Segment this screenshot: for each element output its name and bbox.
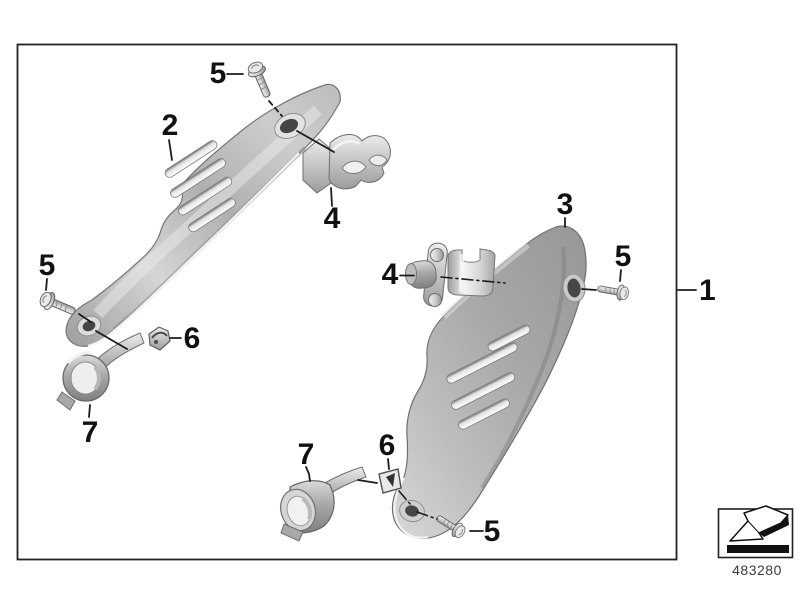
leader-callout-2 <box>168 139 173 161</box>
clamp-right <box>405 242 496 307</box>
leader-screw-left <box>78 313 92 323</box>
callout-4-left[interactable]: 4 <box>324 202 341 235</box>
callout-6-left[interactable]: 6 <box>184 322 201 355</box>
bracket-right-bore-shade <box>301 496 313 521</box>
leader-callout-7-left <box>88 404 91 418</box>
clamp-bracket-left <box>56 332 145 411</box>
leader-callout-5-right <box>619 269 622 282</box>
callout-1[interactable]: 1 <box>699 274 716 307</box>
callout-3[interactable]: 3 <box>557 188 574 221</box>
screw-right <box>596 280 631 303</box>
assembly-frame <box>16 43 678 561</box>
clip-left-hole <box>154 340 158 344</box>
doc-number: 483280 <box>732 562 782 578</box>
bracket-left-bore-shade <box>93 365 101 391</box>
clamp-left-opening <box>368 154 388 167</box>
direction-arrow-icon <box>717 505 794 559</box>
callout-4-right[interactable]: 4 <box>382 258 399 291</box>
clamp-left-opening <box>341 160 367 174</box>
bracket-right-foot <box>280 523 304 542</box>
clip-left-hook <box>151 331 168 339</box>
clamp-right-bolt-bottom <box>428 293 442 307</box>
clamp-right-boss-face <box>405 263 417 285</box>
callout-5-top[interactable]: 5 <box>210 57 227 90</box>
callout-7-right[interactable]: 7 <box>298 438 315 471</box>
leader-screw-right <box>581 288 597 291</box>
callout-5-right[interactable]: 5 <box>615 240 632 273</box>
bracket-left-strap <box>95 332 145 371</box>
leader-callout-4-left <box>330 187 333 207</box>
mount-hole <box>279 118 299 134</box>
screw-top <box>244 58 277 101</box>
leader-clip-to-hole-right <box>398 490 412 506</box>
clamp-right-bolt-top <box>430 248 444 262</box>
leader-hole-to-clamp-left <box>296 130 335 153</box>
clamp-right-band-sheen <box>459 253 464 293</box>
clip-left <box>148 326 171 351</box>
leader-clamp-right-axis <box>440 276 506 284</box>
direction-arrow-side <box>759 515 789 537</box>
leader-screw-top <box>268 100 283 117</box>
leader-screw-bottom <box>416 511 438 520</box>
callout-5-bottom[interactable]: 5 <box>484 515 501 548</box>
vent-slot <box>177 176 233 216</box>
leader-callout-7-right <box>305 466 311 482</box>
vent-slot <box>164 140 218 178</box>
clamp-left-highlight <box>332 140 360 151</box>
clamp-left <box>302 134 391 194</box>
clip-right-hook <box>386 473 395 487</box>
mount-hole <box>567 278 581 298</box>
callout-2[interactable]: 2 <box>162 109 179 142</box>
vent-slot <box>188 197 236 233</box>
bracket-left-foot <box>56 391 76 411</box>
direction-arrow-base <box>727 545 789 553</box>
heat-shield-right-edge-highlight <box>393 477 429 539</box>
heat-shield-right <box>391 225 587 539</box>
leader-callout-6-right <box>387 458 390 470</box>
leader-hole-to-strap-left <box>95 330 128 350</box>
mount-hole <box>82 320 96 332</box>
clip-left-body <box>148 326 171 351</box>
callout-7-left[interactable]: 7 <box>82 416 99 449</box>
vent-slot <box>487 324 531 352</box>
vent-slot <box>458 398 510 430</box>
heat-shield-left-sheen <box>93 105 322 319</box>
direction-arrow-face <box>729 505 789 542</box>
leader-callout-5-left <box>45 278 48 291</box>
clip-right <box>378 468 402 494</box>
vent-slot <box>170 158 226 198</box>
leader-strap-to-clip-right <box>357 479 378 484</box>
heat-shield-left <box>65 83 341 348</box>
mount-hole <box>405 505 419 517</box>
callout-6-right[interactable]: 6 <box>379 429 396 462</box>
callout-5-left[interactable]: 5 <box>39 249 56 282</box>
vent-slot <box>446 342 518 384</box>
direction-arrow-fold <box>747 520 760 534</box>
bracket-left-rim-highlight <box>66 350 91 365</box>
clamp-right-band <box>447 248 496 297</box>
clamp-bracket-right <box>279 466 367 542</box>
vent-slot <box>450 372 516 410</box>
